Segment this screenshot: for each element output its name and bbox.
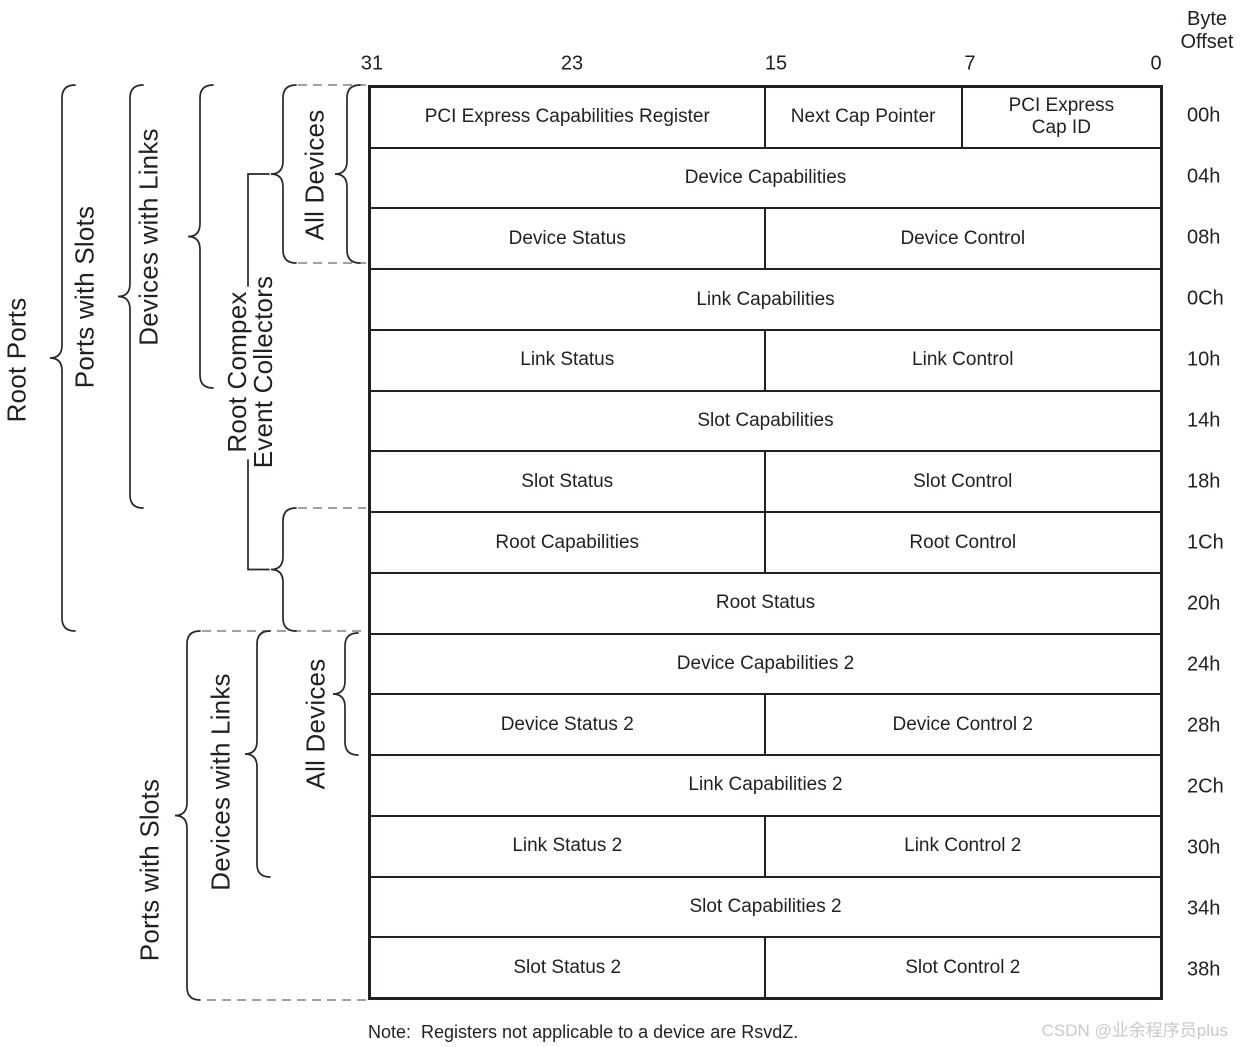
register-row-34h: Slot Capabilities 2 (371, 878, 1160, 939)
annotation-all-devices-top: All Devices (299, 109, 330, 241)
bit-label-23: 23 (560, 52, 584, 75)
register-row-28h: Device Status 2 Device Control 2 (371, 695, 1160, 757)
register-cell: Link Capabilities (696, 288, 835, 310)
register-row-2Ch: Link Capabilities 2 (371, 756, 1160, 817)
register-row-20h: Root Status (371, 574, 1160, 635)
byte-offset-18h: 18h (1187, 470, 1221, 492)
brace-root-complex-event-collectors (270, 507, 297, 632)
register-row-08h: Device Status Device Control (371, 209, 1160, 271)
watermark: CSDN @业余程序员plus (1041, 1021, 1228, 1040)
register-cell: PCI Express Cap ID (1008, 95, 1115, 139)
brace-ports-with-slots-bottom (174, 630, 201, 1001)
byte-offset-14h: 14h (1187, 409, 1221, 431)
note-text: Note: Registers not applicable to a devi… (368, 1022, 799, 1042)
register-cell: Device Capabilities (684, 167, 847, 189)
register-row-24h: Device Capabilities 2 (371, 635, 1160, 696)
byte-offset-08h: 08h (1187, 226, 1221, 248)
register-cell: Slot Capabilities (697, 410, 834, 432)
annotation-ports-with-slots-top: Ports with Slots (69, 205, 100, 389)
byte-offset-10h: 10h (1187, 348, 1221, 370)
register-cell: Device Control (900, 227, 1026, 249)
register-cell: Link Status 2 (371, 816, 766, 876)
annotation-root-complex-event-collectors: Root Compex Event Collectors (222, 275, 278, 469)
brace-ports-with-slots-top (117, 84, 144, 509)
annotation-ports-with-slots-bottom: Ports with Slots (134, 778, 165, 962)
byte-offset-34h: 34h (1187, 897, 1221, 919)
register-row-10h: Link Status Link Control (371, 330, 1160, 392)
register-cell: PCI Express Capabilities Register (371, 88, 766, 147)
byte-offset-00h: 00h (1187, 104, 1221, 126)
register-cell: Root Capabilities (371, 513, 766, 572)
annotation-root-ports: Root Ports (1, 297, 32, 423)
brace-all-devices-top-right (334, 84, 361, 264)
byte-offset-20h: 20h (1187, 592, 1221, 614)
brace-devices-with-links-top (187, 84, 214, 389)
byte-offset-header-line2: Offset (1180, 31, 1234, 53)
register-cell: Device Control 2 (892, 713, 1033, 735)
byte-offset-24h: 24h (1187, 653, 1221, 675)
bit-label-15: 15 (764, 52, 788, 75)
register-row-38h: Slot Status 2 Slot Control 2 (371, 938, 1160, 998)
brace-all-devices-top-left (270, 84, 297, 264)
byte-offset-header-line1: Byte (1186, 8, 1228, 30)
register-cell: Slot Status 2 (371, 938, 766, 998)
annotation-all-devices-bottom: All Devices (300, 658, 331, 790)
byte-offset-2Ch: 2Ch (1187, 775, 1224, 797)
register-row-18h: Slot Status Slot Control (371, 452, 1160, 514)
register-cell: Link Capabilities 2 (688, 774, 843, 796)
connector-root-complex-bottom (247, 459, 270, 571)
register-cell: Device Status 2 (371, 695, 766, 755)
byte-offset-header: Byte Offset (1181, 8, 1234, 54)
register-cell: Slot Control (913, 470, 1013, 492)
register-cell: Slot Capabilities 2 (689, 895, 842, 917)
register-row-04h: Device Capabilities (371, 149, 1160, 210)
annotation-root-complex-line2: Event Collectors (248, 275, 278, 469)
register-cell: Link Status (371, 330, 766, 390)
byte-offset-0Ch: 0Ch (1187, 287, 1224, 309)
register-cell: Root Control (909, 531, 1017, 553)
byte-offset-38h: 38h (1187, 958, 1221, 980)
register-cell: Link Control (912, 349, 1014, 371)
annotation-devices-with-links-top: Devices with Links (133, 128, 164, 346)
register-row-1Ch: Root Capabilities Root Control (371, 513, 1160, 574)
register-cell: Device Status (371, 209, 766, 269)
byte-offset-04h: 04h (1187, 165, 1221, 187)
byte-offset-30h: 30h (1187, 836, 1221, 858)
annotation-root-complex-line1: Root Compex (222, 291, 252, 453)
annotation-devices-with-links-bottom: Devices with Links (205, 673, 236, 891)
register-cell: Device Capabilities 2 (676, 652, 855, 674)
register-cell: Next Cap Pointer (766, 88, 963, 147)
register-row-0Ch: Link Capabilities (371, 270, 1160, 331)
brace-all-devices-bottom (332, 632, 359, 756)
connector-root-complex-top (247, 173, 270, 287)
brace-devices-with-links-bottom (244, 630, 271, 878)
register-cell: Link Control 2 (904, 835, 1022, 857)
byte-offset-1Ch: 1Ch (1187, 531, 1224, 553)
bit-label-31: 31 (360, 52, 384, 75)
register-cell: Root Status (715, 592, 816, 614)
register-cell: Slot Status (371, 452, 766, 512)
brace-root-ports (49, 84, 76, 632)
register-cell: Slot Control 2 (905, 956, 1021, 978)
byte-offset-28h: 28h (1187, 714, 1221, 736)
register-row-14h: Slot Capabilities (371, 392, 1160, 453)
bit-label-0: 0 (1150, 52, 1162, 75)
bit-label-7: 7 (964, 52, 976, 75)
register-row-30h: Link Status 2 Link Control 2 (371, 816, 1160, 878)
